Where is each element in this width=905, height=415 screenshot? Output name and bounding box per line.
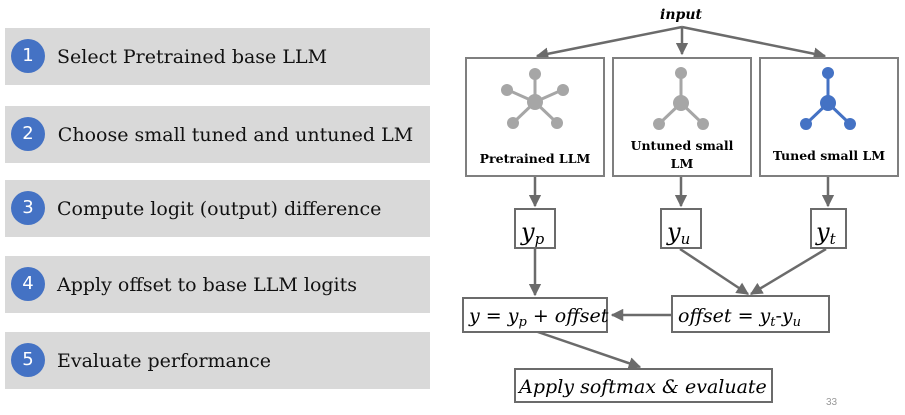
step-label: Select Pretrained base LLM xyxy=(57,45,328,68)
arrow-input-to-tuned xyxy=(681,25,827,60)
page-number: 33 xyxy=(826,397,838,408)
untuned-lm-label-line1: Untuned small xyxy=(631,138,734,153)
network-6-node-icon xyxy=(501,68,569,129)
step-number-badge: 5 xyxy=(11,343,45,377)
yp-label: yp xyxy=(520,218,545,248)
step-4: 4 Apply offset to base LLM logits xyxy=(5,256,430,313)
pretrained-llm-label: Pretrained LLM xyxy=(480,151,591,166)
yu-box xyxy=(660,208,702,249)
step-2: 2 Choose small tuned and untuned LM xyxy=(5,106,430,163)
step-label: Evaluate performance xyxy=(57,349,272,372)
yp-box xyxy=(514,208,556,249)
combine-label: y = yp + offset xyxy=(468,305,609,330)
arrow-yu-to-offset xyxy=(679,247,750,296)
arrow-input-to-pretrained xyxy=(535,25,683,60)
yt-label: yt xyxy=(815,218,837,248)
untuned-lm-label-line2: LM xyxy=(671,156,694,171)
offset-label: offset = yt-yu xyxy=(678,305,801,330)
final-label: Apply softmax & evaluate xyxy=(517,376,767,398)
step-3: 3 Compute logit (output) difference xyxy=(5,180,430,237)
step-label: Compute logit (output) difference xyxy=(57,197,382,220)
step-label: Apply offset to base LLM logits xyxy=(57,273,358,296)
step-1: 1 Select Pretrained base LLM xyxy=(5,28,430,85)
network-4-node-icon-tuned xyxy=(800,67,856,130)
yt-box xyxy=(810,208,847,249)
final-box xyxy=(514,368,773,403)
combine-box xyxy=(462,297,608,333)
step-5: 5 Evaluate performance xyxy=(5,332,430,389)
input-label: input xyxy=(660,7,702,23)
tuned-lm-label: Tuned small LM xyxy=(773,148,885,163)
step-label: Choose small tuned and untuned LM xyxy=(57,123,414,146)
arrow-yt-to-offset xyxy=(749,247,827,296)
yu-label: yu xyxy=(666,218,690,248)
arrow-combine-to-final xyxy=(534,329,642,370)
step-number-badge: 2 xyxy=(11,117,45,151)
step-number-badge: 4 xyxy=(11,267,45,301)
offset-box xyxy=(671,295,830,333)
network-4-node-icon xyxy=(653,67,709,130)
input-arrows xyxy=(535,25,827,60)
step-number-badge: 3 xyxy=(11,191,45,225)
step-number-badge: 1 xyxy=(11,39,45,73)
